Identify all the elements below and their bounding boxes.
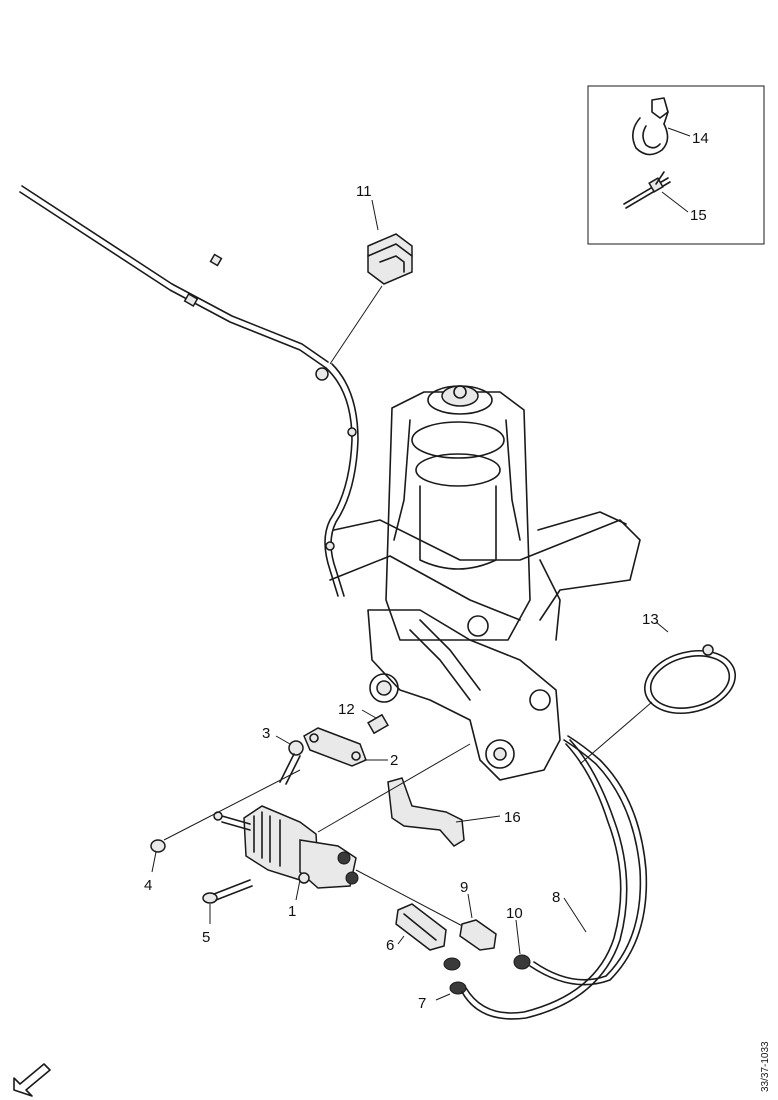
- leader-valve-to-fittings: [355, 869, 471, 931]
- part-11-bracket: 11: [329, 183, 413, 365]
- arrow-left-down-icon: [13, 1063, 51, 1097]
- callout-2: 2: [390, 752, 398, 769]
- callout-16: 16: [504, 809, 521, 826]
- callout-1: 1: [288, 903, 296, 920]
- callout-3: 3: [262, 725, 270, 742]
- callout-10: 10: [506, 905, 523, 922]
- callout-9: 9: [460, 879, 468, 896]
- callout-13: 13: [642, 611, 659, 628]
- height-sensor-rod: [19, 185, 359, 597]
- part-7-fitting: 7: [418, 957, 467, 1012]
- part-16-bracket: 16: [387, 777, 521, 847]
- leader-valve-to-knuckle: [317, 743, 471, 833]
- part-12-bushing: 12: [338, 701, 389, 735]
- part-3-ball-joint: 3: [262, 725, 304, 785]
- part-14-clamp: [632, 97, 669, 156]
- part-5-bolt: 5: [202, 879, 253, 946]
- part-15-cable-tie: [623, 171, 671, 209]
- callout-11: 11: [356, 183, 372, 200]
- callout-15: 15: [690, 207, 707, 224]
- part-8-air-pipes: 8: [461, 735, 648, 1020]
- reference-code: 33/37-1033: [760, 1041, 771, 1092]
- suspension-strut-assembly: [329, 385, 641, 781]
- part-9-connector: 9: [459, 879, 497, 951]
- callout-4: 4: [144, 877, 152, 894]
- callout-8: 8: [552, 889, 560, 906]
- part-6-fitting: 6: [386, 903, 447, 954]
- callout-6: 6: [386, 937, 394, 954]
- part-13-clamp-ring: 13: [579, 611, 737, 765]
- callout-5: 5: [202, 929, 210, 946]
- part-1-levelling-valve: 1: [213, 805, 359, 920]
- part-2-link-plate: 2: [303, 727, 398, 769]
- callout-12: 12: [338, 701, 355, 718]
- callout-7: 7: [418, 995, 426, 1012]
- part-10-nut: 10: [506, 905, 531, 970]
- callout-14: 14: [692, 130, 709, 147]
- detail-inset: 14 15: [587, 85, 765, 245]
- part-4-nut: 4: [144, 769, 301, 894]
